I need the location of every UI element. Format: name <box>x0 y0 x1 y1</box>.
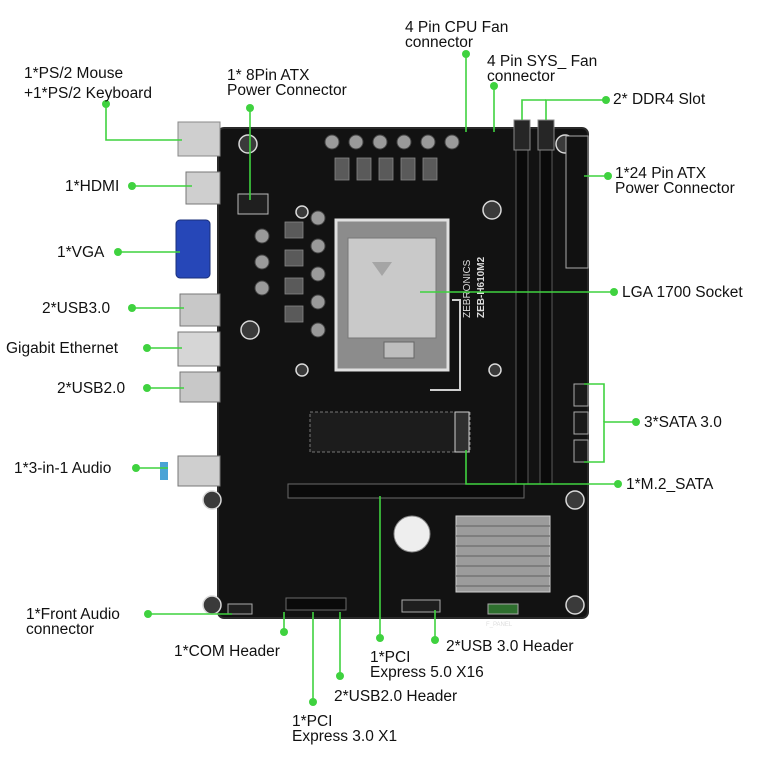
label-vga: 1*VGA <box>57 244 105 261</box>
rear-io-ports <box>160 121 221 487</box>
vrm-components <box>284 157 438 323</box>
label-audio: 1*3-in-1 Audio <box>14 460 112 477</box>
pcie-x1-slot <box>285 597 347 611</box>
cmos-battery <box>393 515 431 553</box>
ps2-port <box>177 121 221 157</box>
usb30-port <box>179 293 221 327</box>
board-brand: ZEBRONICS <box>462 259 473 318</box>
ethernet-port <box>177 331 221 367</box>
bottom-headers <box>227 599 519 615</box>
label-usb20: 2*USB2.0 <box>57 380 126 397</box>
audio-port <box>177 455 221 487</box>
label-usb2hdr: 2*USB2.0 Header <box>334 688 458 705</box>
label-m2: 1*M.2_SATA <box>626 476 714 493</box>
capacitors <box>254 134 460 338</box>
chipset-heatsink <box>455 515 551 593</box>
fpanel-silk: F_PANEL <box>486 622 513 628</box>
usb20-port <box>179 371 221 403</box>
label-sata: 3*SATA 3.0 <box>644 414 722 431</box>
lga1700-socket <box>334 218 461 391</box>
label-com: 1*COM Header <box>174 643 280 660</box>
label-ethernet: Gigabit Ethernet <box>6 340 119 357</box>
pcie-x16-slot <box>287 483 525 499</box>
sata-ports <box>573 383 589 463</box>
board-model: ZEB-H610M2 <box>476 256 487 318</box>
label-ddr4: 2* DDR4 Slot <box>613 91 706 108</box>
vga-port <box>175 219 211 279</box>
atx8-connector <box>237 193 269 215</box>
leader-dots <box>102 50 640 706</box>
label-usb30: 2*USB3.0 <box>42 300 111 317</box>
atx24-connector <box>565 135 589 269</box>
label-ps2: 1*PS/2 Mouse+1*PS/2 Keyboard <box>24 65 152 102</box>
label-hdmi: 1*HDMI <box>65 178 120 195</box>
leader-lines <box>105 54 636 702</box>
mounting-holes <box>202 134 585 615</box>
label-lga: LGA 1700 Socket <box>622 284 743 301</box>
label-usb3hdr: 2*USB 3.0 Header <box>446 638 574 655</box>
hdmi-port <box>185 171 221 205</box>
m2-slot <box>309 411 471 453</box>
